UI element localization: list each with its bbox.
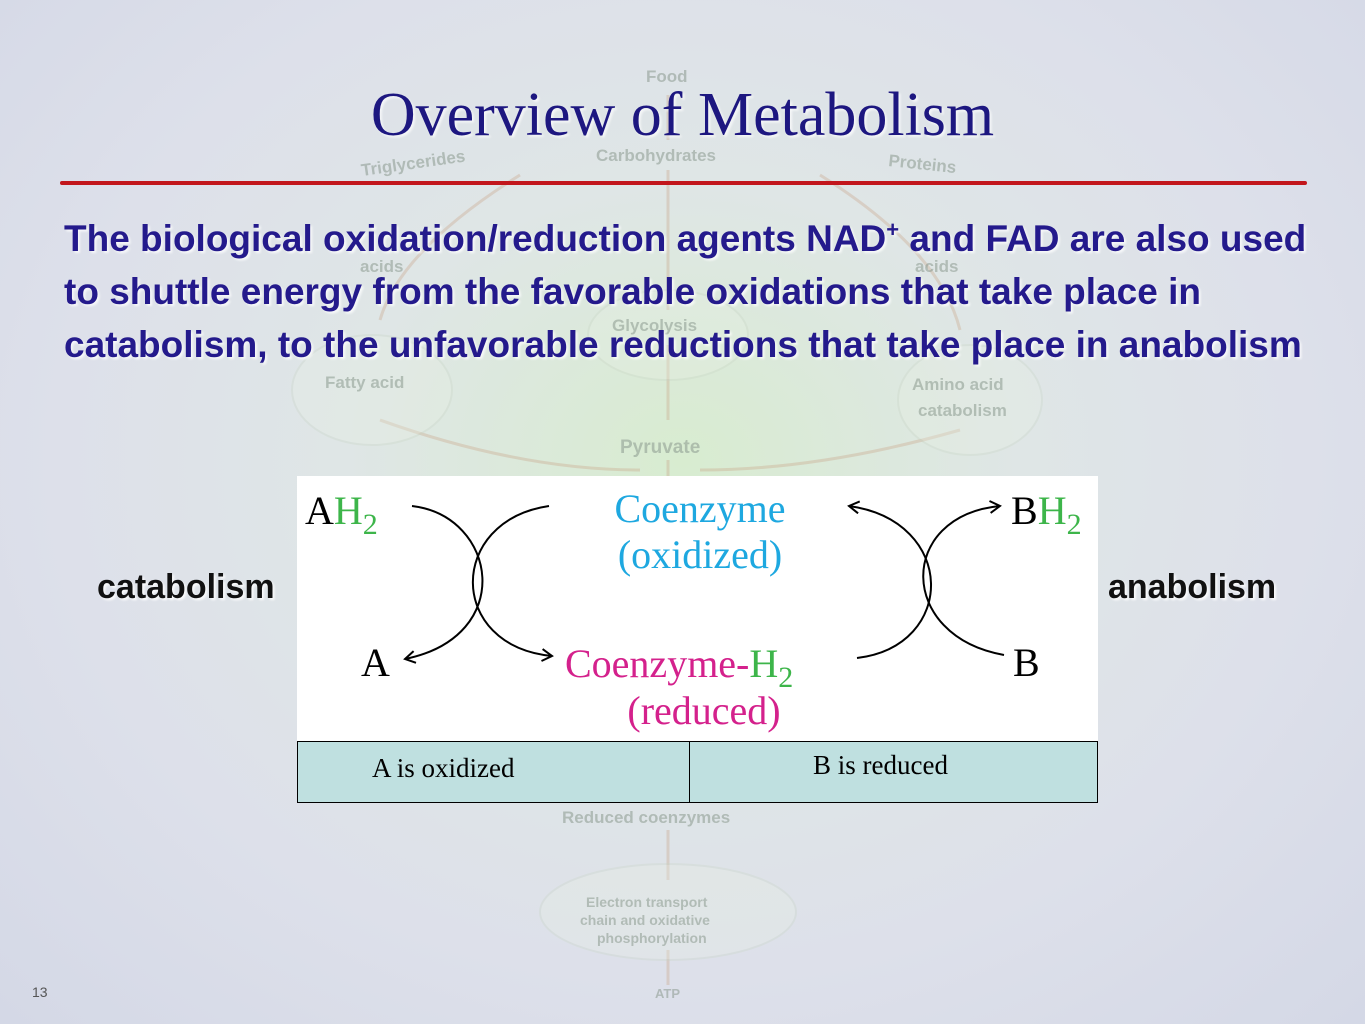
body-text-part1: The biological oxidation/reduction agent… [64, 218, 887, 259]
coenzyme-oxidized-label: Coenzyme [614, 486, 785, 531]
arrow-coenzyme-reduced-to-oxidized [847, 500, 932, 659]
body-text-part2: and FAD are also used to shuttle energy … [64, 218, 1307, 365]
arrow-coenzyme-oxidized-to-reduced [472, 505, 554, 662]
coenzyme-h2-label: Coenzyme-H2 [565, 641, 793, 694]
redox-cycle-diagram: AH2 BH2 Coenzyme (oxidized) A B Coenzyme… [297, 476, 1098, 803]
bg-label-acids-left: acids [360, 257, 403, 276]
bg-label-pyruvate: Pyruvate [620, 437, 700, 458]
caption-box-right [689, 741, 1098, 803]
coenzyme-redox-figure: AH2 BH2 Coenzyme (oxidized) A B Coenzyme… [297, 476, 1098, 803]
bg-label-electron-transport: Electron transport [586, 894, 708, 910]
bg-label-glycolysis: Glycolysis [612, 316, 697, 335]
slide-title: Overview of Metabolism [370, 81, 995, 149]
bg-label-proteins: Proteins [888, 151, 958, 177]
nad-plus-superscript: + [886, 217, 900, 242]
bg-label-carbohydrates: Carbohydrates [596, 146, 716, 165]
bg-label-fatty-acid: Fatty acid [325, 373, 404, 392]
arrow-ah2-to-a [403, 505, 484, 664]
caption-b-reduced: B is reduced [813, 750, 948, 780]
bg-label-food: Food [646, 67, 688, 86]
ah2-label: AH2 [305, 488, 378, 541]
caption-box-left [297, 741, 690, 803]
caption-a-oxidized: A is oxidized [372, 753, 515, 783]
anabolism-label: anabolism [1108, 568, 1277, 606]
bg-label-acids-right: acids [915, 257, 958, 276]
bg-label-triglycerides: Triglycerides [360, 147, 467, 180]
bg-label-catabolism: catabolism [918, 401, 1007, 420]
bg-label-amino-acid: Amino acid [912, 375, 1004, 394]
bg-label-chain-oxidative: chain and oxidative [580, 912, 710, 928]
bg-label-atp: ATP [655, 986, 680, 1001]
b-label: B [1013, 640, 1040, 685]
catabolism-label: catabolism [97, 568, 275, 606]
title-divider [60, 181, 1307, 185]
reduced-state-label: (reduced) [627, 688, 780, 733]
bg-label-phosphorylation: phosphorylation [597, 930, 707, 946]
a-label: A [361, 640, 390, 685]
bh2-label: BH2 [1011, 488, 1082, 541]
bg-label-reduced-coenzymes: Reduced coenzymes [562, 808, 730, 827]
slide-number: 13 [32, 984, 48, 1000]
arrow-b-to-bh2 [922, 500, 1005, 656]
body-paragraph: The biological oxidation/reduction agent… [64, 212, 1314, 371]
oxidized-state-label: (oxidized) [618, 532, 782, 577]
